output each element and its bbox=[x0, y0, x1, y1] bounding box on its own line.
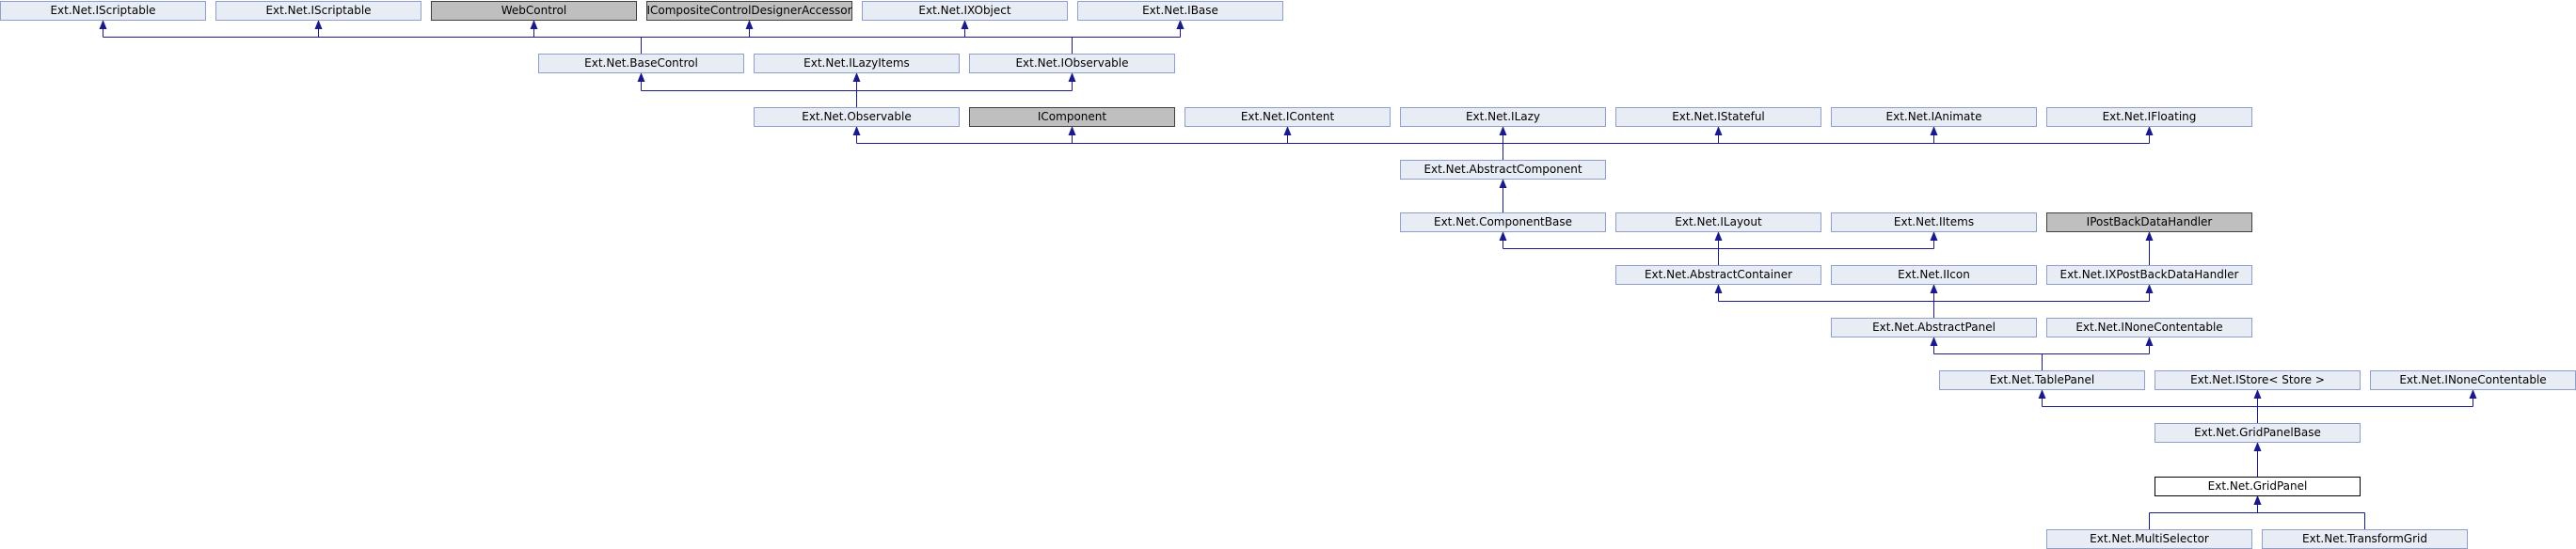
class-node-label: Ext.Net.IFloating bbox=[2103, 110, 2197, 123]
class-node-label: Ext.Net.IStore< Store > bbox=[2190, 373, 2325, 386]
class-node[interactable]: Ext.Net.IBase bbox=[1077, 1, 1283, 21]
class-node-label: Ext.Net.INoneContentable bbox=[2075, 321, 2222, 334]
class-node[interactable]: Ext.Net.IXPostBackDataHandler bbox=[2046, 265, 2252, 285]
class-node[interactable]: Ext.Net.ILayout bbox=[1615, 212, 1821, 232]
class-node-box bbox=[2046, 265, 2252, 285]
class-node-box bbox=[538, 54, 744, 73]
class-node-label: Ext.Net.TransformGrid bbox=[2302, 532, 2427, 545]
class-node[interactable]: IPostBackDataHandler bbox=[2046, 212, 2252, 232]
class-node-box bbox=[862, 1, 1068, 21]
class-node-box bbox=[2155, 423, 2361, 443]
class-node-label: Ext.Net.GridPanel bbox=[2208, 479, 2308, 493]
class-node[interactable]: Ext.Net.IIcon bbox=[1831, 265, 2037, 285]
class-node[interactable]: Ext.Net.BaseControl bbox=[538, 54, 744, 73]
class-node-label: Ext.Net.ILazy bbox=[1466, 110, 1540, 123]
class-node[interactable]: Ext.Net.IScriptable bbox=[215, 1, 421, 21]
class-node-box bbox=[1400, 160, 1606, 180]
class-node[interactable]: Ext.Net.IFloating bbox=[2046, 107, 2252, 127]
class-node-label: Ext.Net.INoneContentable bbox=[2399, 373, 2546, 386]
class-node-label: Ext.Net.IScriptable bbox=[50, 4, 155, 17]
class-node-label: Ext.Net.ILayout bbox=[1675, 215, 1762, 228]
class-node-label: Ext.Net.AbstractComponent bbox=[1423, 163, 1582, 176]
edge-layer bbox=[99, 20, 2477, 529]
class-node[interactable]: Ext.Net.IObservable bbox=[969, 54, 1175, 73]
class-node-label: ICompositeControlDesignerAccessor bbox=[646, 4, 851, 17]
class-node-label: Ext.Net.IXPostBackDataHandler bbox=[2060, 268, 2239, 281]
class-node-label: Ext.Net.IScriptable bbox=[265, 4, 371, 17]
class-node-label: Ext.Net.IAnimate bbox=[1886, 110, 1982, 123]
class-node-box bbox=[1615, 265, 1821, 285]
class-node[interactable]: Ext.Net.INoneContentable bbox=[2370, 370, 2576, 390]
class-node-box bbox=[2155, 477, 2361, 496]
class-node-box bbox=[1831, 265, 2037, 285]
class-node-label: Ext.Net.AbstractPanel bbox=[1872, 321, 1996, 334]
class-node[interactable]: Ext.Net.AbstractComponent bbox=[1400, 160, 1606, 180]
class-node-box bbox=[1939, 370, 2145, 390]
class-node[interactable]: Ext.Net.ILazyItems bbox=[754, 54, 960, 73]
class-node-label: Ext.Net.IXObject bbox=[918, 4, 1010, 17]
class-node-label: Ext.Net.TablePanel bbox=[1990, 373, 2095, 386]
class-node-label: Ext.Net.IItems bbox=[1894, 215, 1974, 228]
class-node-label: Ext.Net.IObservable bbox=[1015, 56, 1128, 70]
class-node-label: Ext.Net.GridPanelBase bbox=[2194, 426, 2321, 439]
class-node-label: Ext.Net.IIcon bbox=[1898, 268, 1970, 281]
class-node[interactable]: IComponent bbox=[969, 107, 1175, 127]
class-node-box bbox=[2046, 318, 2252, 337]
class-node-label: Ext.Net.Observable bbox=[802, 110, 912, 123]
class-node-box bbox=[1077, 1, 1283, 21]
class-node-label: WebControl bbox=[501, 4, 567, 17]
class-node-box bbox=[431, 1, 637, 21]
class-node[interactable]: Ext.Net.TablePanel bbox=[1939, 370, 2145, 390]
class-node[interactable]: Ext.Net.IScriptable bbox=[0, 1, 206, 21]
class-node-label: Ext.Net.ComponentBase bbox=[1434, 215, 1572, 228]
class-node[interactable]: Ext.Net.INoneContentable bbox=[2046, 318, 2252, 337]
class-node-box bbox=[1831, 107, 2037, 127]
class-node-label: Ext.Net.ILazyItems bbox=[803, 56, 910, 70]
class-node[interactable]: Ext.Net.AbstractContainer bbox=[1615, 265, 1821, 285]
class-node[interactable]: Ext.Net.IContent bbox=[1185, 107, 1391, 127]
class-node-box bbox=[1400, 212, 1606, 232]
class-node-box bbox=[1185, 107, 1391, 127]
class-node-box bbox=[0, 1, 206, 21]
class-node-box bbox=[1615, 212, 1821, 232]
class-node-label: Ext.Net.IBase bbox=[1142, 4, 1218, 17]
class-node-box bbox=[1615, 107, 1821, 127]
class-node[interactable]: Ext.Net.IStateful bbox=[1615, 107, 1821, 127]
class-node-box bbox=[646, 1, 852, 21]
class-node-label: IPostBackDataHandler bbox=[2087, 215, 2213, 228]
class-node-label: Ext.Net.IStateful bbox=[1672, 110, 1765, 123]
class-node[interactable]: Ext.Net.AbstractPanel bbox=[1831, 318, 2037, 337]
class-node[interactable]: Ext.Net.Observable bbox=[754, 107, 960, 127]
class-node[interactable]: Ext.Net.IItems bbox=[1831, 212, 2037, 232]
class-node-box bbox=[969, 107, 1175, 127]
class-node-box bbox=[754, 107, 960, 127]
class-node[interactable]: Ext.Net.GridPanel bbox=[2155, 477, 2361, 496]
class-node[interactable]: ICompositeControlDesignerAccessor bbox=[646, 1, 852, 21]
class-node[interactable]: Ext.Net.GridPanelBase bbox=[2155, 423, 2361, 443]
class-node[interactable]: Ext.Net.ILazy bbox=[1400, 107, 1606, 127]
class-node-box bbox=[1400, 107, 1606, 127]
class-node-label: Ext.Net.MultiSelector bbox=[2090, 532, 2209, 545]
class-node[interactable]: Ext.Net.IStore< Store > bbox=[2155, 370, 2361, 390]
class-node-label: Ext.Net.IContent bbox=[1241, 110, 1335, 123]
class-node[interactable]: Ext.Net.MultiSelector bbox=[2046, 529, 2252, 549]
class-node-label: Ext.Net.BaseControl bbox=[584, 56, 698, 70]
class-node-box bbox=[2046, 212, 2252, 232]
class-node-box bbox=[2155, 370, 2361, 390]
class-node[interactable]: Ext.Net.IAnimate bbox=[1831, 107, 2037, 127]
class-node[interactable]: WebControl bbox=[431, 1, 637, 21]
class-node-box bbox=[215, 1, 421, 21]
class-node-box bbox=[754, 54, 960, 73]
class-node-box bbox=[1831, 212, 2037, 232]
class-node-label: Ext.Net.AbstractContainer bbox=[1645, 268, 1792, 281]
class-node[interactable]: Ext.Net.TransformGrid bbox=[2262, 529, 2468, 549]
class-node[interactable]: Ext.Net.IXObject bbox=[862, 1, 1068, 21]
class-node[interactable]: Ext.Net.ComponentBase bbox=[1400, 212, 1606, 232]
class-node-box bbox=[969, 54, 1175, 73]
class-node-box bbox=[2046, 107, 2252, 127]
class-node-label: IComponent bbox=[1038, 110, 1107, 123]
class-node-box bbox=[1831, 318, 2037, 337]
